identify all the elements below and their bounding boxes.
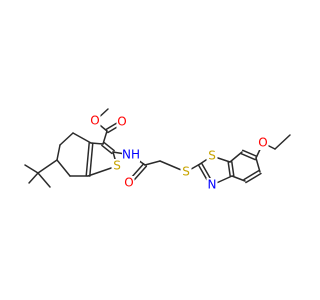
- atom-label-o: O: [117, 115, 126, 129]
- atom-label-o: O: [258, 136, 267, 150]
- single-bond: [56, 144, 61, 161]
- double-bond-line: [241, 149, 258, 158]
- atom-label-s: S: [113, 159, 121, 173]
- single-bond: [72, 132, 92, 144]
- double-bond-line: [85, 142, 90, 177]
- double-bond-line: [227, 161, 231, 178]
- atom-label-background: [89, 114, 101, 128]
- atom-label-background: [111, 159, 123, 173]
- atom-label-n: N: [208, 178, 217, 192]
- atom-label-background: [206, 149, 218, 163]
- atom-label-background: [122, 148, 140, 162]
- single-bond: [59, 132, 74, 146]
- single-bond: [144, 160, 161, 166]
- single-bond: [24, 164, 39, 174]
- double-bond-line: [243, 169, 260, 181]
- double-bond-line: [89, 142, 94, 177]
- double-bond-line: [240, 152, 257, 161]
- double-bond-line: [103, 141, 115, 152]
- atom-label-n: NH: [122, 148, 140, 162]
- single-bond: [274, 134, 291, 150]
- atom-label-s: S: [208, 149, 216, 163]
- atom-label-background: [206, 178, 218, 192]
- atom-label-background: [116, 115, 128, 129]
- double-bond-line: [245, 172, 262, 184]
- atom-label-o: O: [124, 176, 133, 190]
- canvas-background: [0, 0, 300, 300]
- single-bond: [255, 157, 261, 173]
- double-bond-line: [231, 160, 235, 177]
- single-bond: [37, 159, 58, 174]
- single-bond: [231, 175, 246, 182]
- single-bond: [229, 151, 243, 163]
- atom-label-s: S: [182, 165, 190, 179]
- atom-label-background: [257, 136, 269, 150]
- single-bond: [56, 159, 71, 177]
- atom-label-o: O: [90, 114, 99, 128]
- single-bond: [102, 130, 108, 145]
- single-bond: [28, 172, 39, 184]
- double-bond-line: [101, 144, 113, 155]
- single-bond: [37, 172, 51, 188]
- atom-label-background: [180, 165, 192, 179]
- atom-label-background: [123, 176, 135, 190]
